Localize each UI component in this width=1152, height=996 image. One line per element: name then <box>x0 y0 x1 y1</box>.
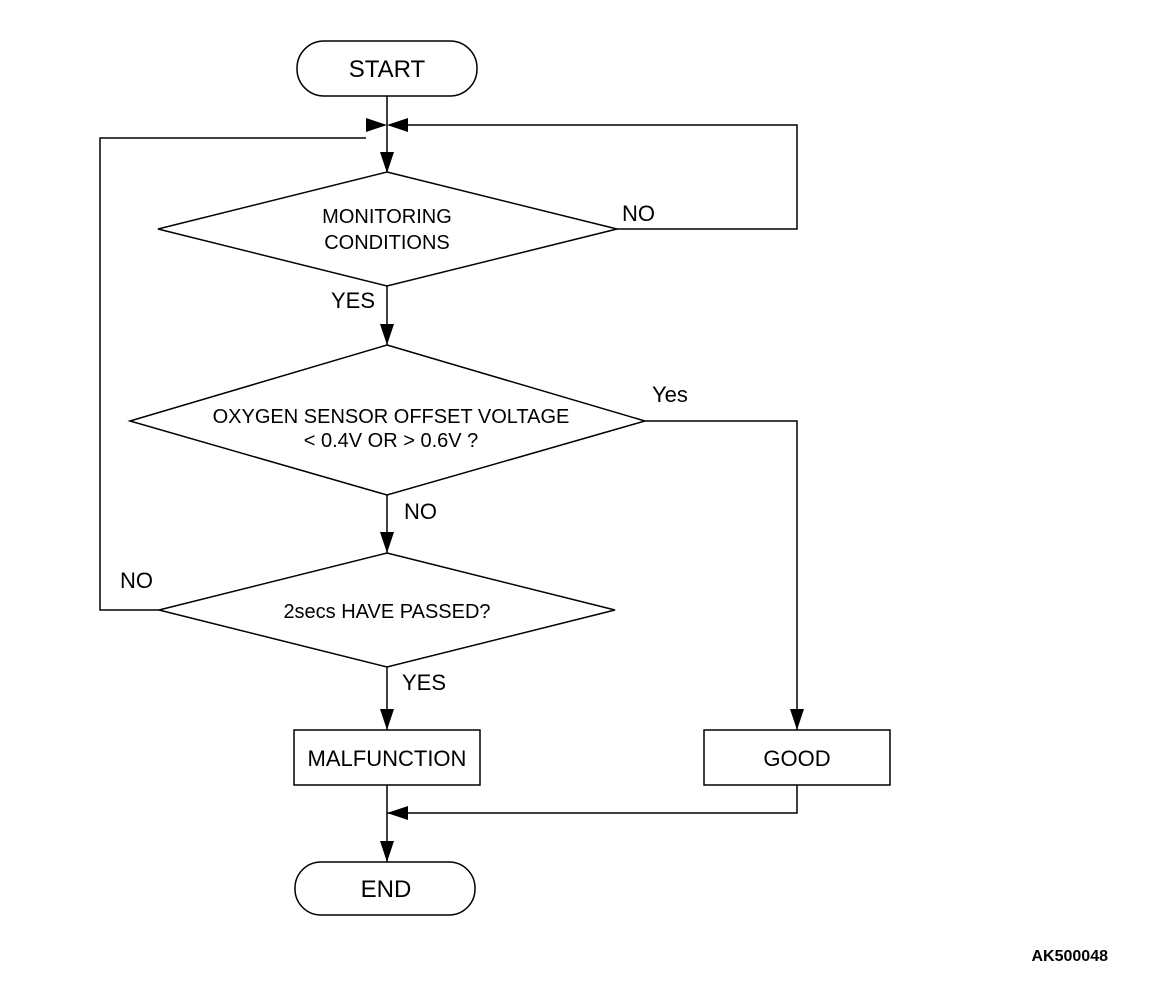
start-terminal: START <box>296 40 478 97</box>
malfunction-entry-arrow <box>380 709 394 730</box>
monitoring-no-loop <box>408 124 798 230</box>
good-return-arrow <box>387 806 408 820</box>
merge-arrow-from-left <box>366 118 387 132</box>
end-entry-arrow <box>380 841 394 862</box>
offset-label-line1: OXYGEN SENSOR OFFSET VOLTAGE <box>213 406 570 428</box>
figure-code: AK500048 <box>1032 948 1109 965</box>
malfunction-box: MALFUNCTION <box>293 729 481 786</box>
offset-no-label: NO <box>404 499 437 524</box>
monitoring-yes-arrow <box>380 324 394 345</box>
good-return-line <box>387 785 798 814</box>
good-entry-arrow <box>790 709 804 730</box>
monitoring-label-line2: CONDITIONS <box>324 232 450 254</box>
timer-no-label: NO <box>120 568 153 593</box>
good-box: GOOD <box>703 729 891 786</box>
offset-yes-label: Yes <box>652 382 688 407</box>
monitoring-no-label: NO <box>622 201 655 226</box>
offset-voltage-decision: OXYGEN SENSOR OFFSET VOLTAGE < 0.4V OR >… <box>127 344 648 496</box>
end-terminal: END <box>294 861 476 916</box>
monitoring-conditions-decision: MONITORING CONDITIONS <box>157 171 618 287</box>
end-label: END <box>361 876 412 903</box>
start-label: START <box>349 56 426 83</box>
good-label: GOOD <box>763 746 830 771</box>
offset-yes-line <box>645 420 798 730</box>
malfunction-label: MALFUNCTION <box>308 746 467 771</box>
offset-label-line2: < 0.4V OR > 0.6V ? <box>304 430 479 452</box>
monitoring-label-line1: MONITORING <box>322 206 452 228</box>
offset-no-arrow <box>380 532 394 553</box>
merge-arrow-from-right <box>387 118 408 132</box>
timer-no-loop <box>99 137 366 611</box>
timer-yes-label: YES <box>402 670 446 695</box>
timer-label: 2secs HAVE PASSED? <box>283 601 490 623</box>
timer-decision: 2secs HAVE PASSED? <box>158 552 616 668</box>
monitoring-entry-arrow <box>380 152 394 173</box>
monitoring-yes-label: YES <box>331 288 375 313</box>
